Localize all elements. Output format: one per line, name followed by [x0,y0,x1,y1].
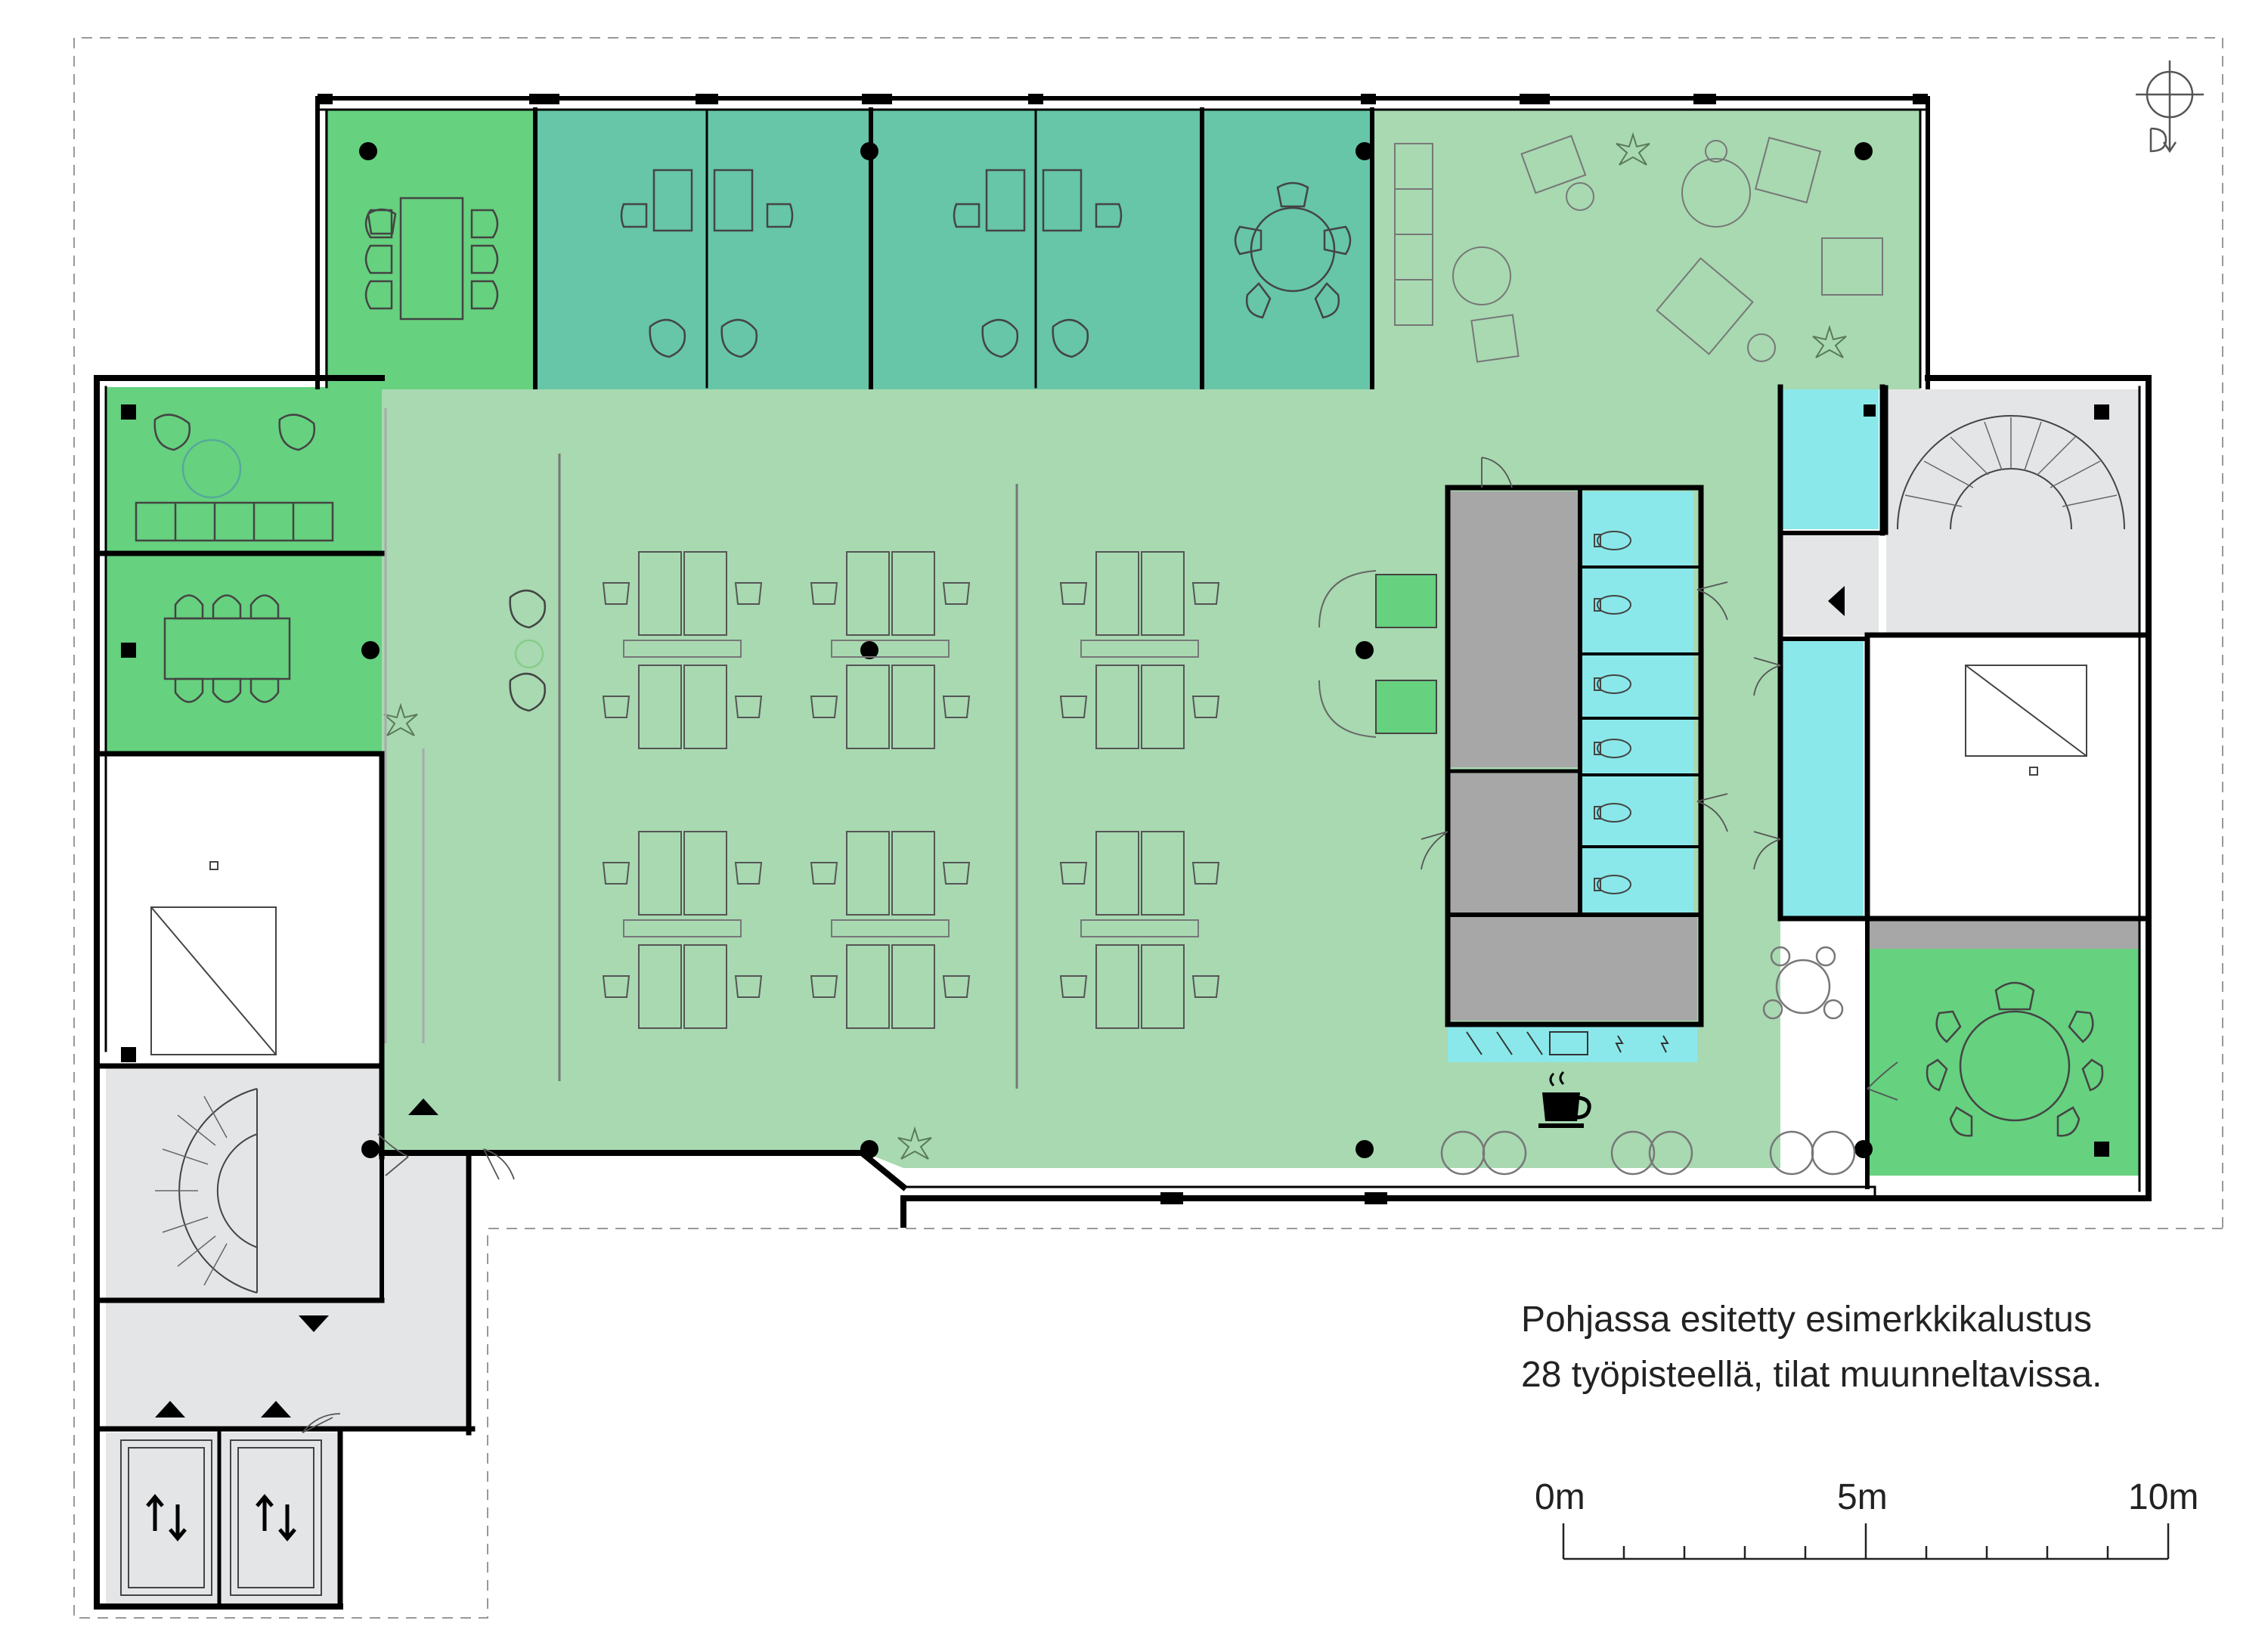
site-boundary [73,37,2223,1619]
scale-label-0: 0m [1535,1477,1585,1517]
meeting-room-left-2 [106,556,382,754]
wc-block-center [1580,491,1693,915]
scale-bar [1562,1523,2170,1560]
lift-lobby-right [1867,919,2139,949]
cafe-tables [1440,946,1856,1176]
round-meeting-table [1926,981,2104,1137]
desk-screens [623,640,1199,937]
columns [121,142,2109,1158]
open-office-chairs [509,590,547,712]
lift-left [150,861,277,1055]
lift-shafts [106,1433,340,1607]
lift-lobby-left [106,1300,469,1429]
caption-line-1: Pohjassa esitetty esimerkkikalustus [1521,1300,2092,1340]
coffee-cup-icon [1538,1071,1591,1128]
meeting-table-top-left [367,197,464,321]
exit-arrows [155,586,1845,1418]
meeting-table-left [163,594,291,703]
walls [94,96,2152,1610]
scale-label-10: 10m [2128,1477,2199,1517]
lounge-furniture [1394,135,1883,363]
kitchen-core-2 [1448,771,1580,915]
stair-left [106,1066,382,1300]
lounge-left-furniture [135,414,334,542]
north-arrow-icon [2136,60,2204,153]
kitchen-appliances [1466,1031,1669,1055]
elevator-arrows-icon [120,1439,322,1596]
lounge-area [1372,110,1920,389]
meeting-room-right [1867,919,2139,1176]
lift-right [1965,665,2087,776]
stair-right [1886,389,2139,635]
kitchen-core-1 [1448,491,1580,767]
kitchen-counter [1448,1024,1697,1062]
windows [318,94,1928,1204]
corridor-right [1780,533,1879,635]
meeting-room-left-1 [106,387,382,553]
meeting-room-top [325,110,535,389]
kitchen-core-3 [1448,915,1697,1021]
focus-room-furniture [620,169,1352,358]
partition-lines [384,408,1018,1089]
wc-block-right-mid [1780,639,1864,919]
corridor-left [382,1153,469,1304]
caption-line-2: 28 työpisteellä, tilat muunneltavissa. [1521,1355,2102,1395]
scale-label-5: 5m [1837,1477,1888,1517]
meeting-chairs-top-left [364,209,499,310]
doors [302,457,1898,1433]
focus-rooms [535,110,1372,389]
wc-block-right-top [1780,389,1879,529]
phone-booths [1318,570,1437,738]
stair-treads [155,417,2118,1286]
